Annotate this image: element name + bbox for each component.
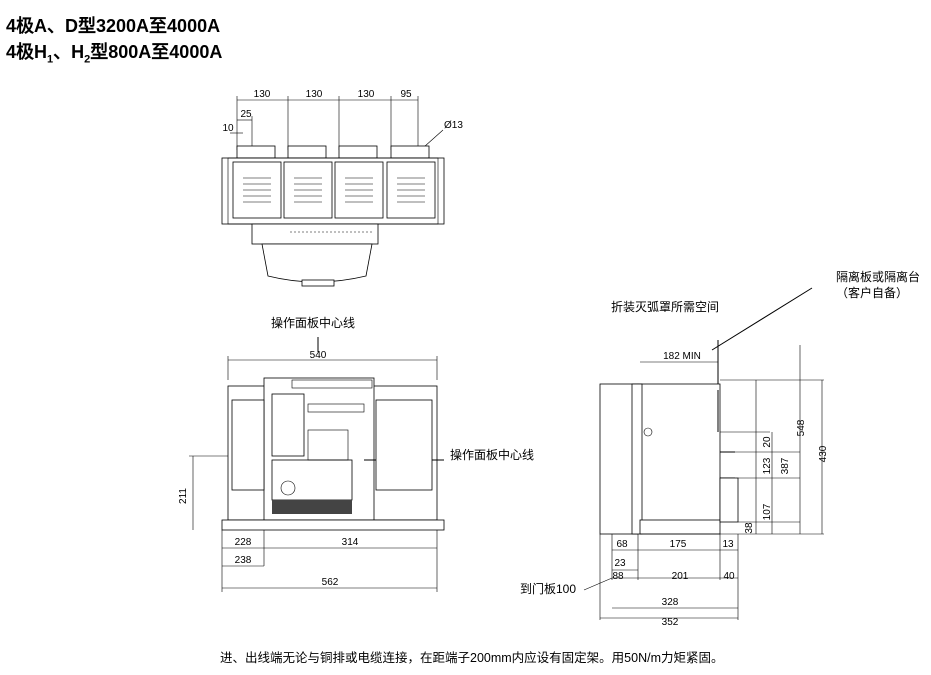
title-line-2-mid: 、H [53,42,85,62]
side-view: 182 MIN 20 123 387 548 430 107 38 [583,287,829,628]
dim-top-hole: Ø13 [444,120,463,131]
dim-side-548: 548 [796,419,807,436]
dim-side-201: 201 [672,571,689,582]
title-line-2: 4极H1、H2型800A至4000A [6,41,222,71]
title-line-2-suffix: 型800A至4000A [90,42,223,62]
title-sub-2: 2 [84,53,91,66]
dim-side-123: 123 [762,457,773,474]
dim-side-175: 175 [670,539,687,550]
dim-front-228: 228 [235,537,252,548]
title-line-2-prefix: 4极H [6,42,48,62]
title-line-1: 4极A、D型3200A至4000A [6,16,221,36]
dim-front-238: 238 [235,555,252,566]
partition-label-1: 隔离板或隔离台 [836,270,921,284]
title-sub-1: 1 [47,53,54,66]
footnote: 进、出线端无论与铜排或电缆连接，在距端子200mm内应设有固定架。用50N/m力… [220,651,724,665]
dim-front-540: 540 [310,350,327,361]
front-view: 540 211 228 314 238 562 [178,337,445,592]
dim-top-95: 95 [400,89,412,100]
dim-top-130-b: 130 [306,89,323,100]
dim-side-107: 107 [762,503,773,520]
dim-side-328: 328 [662,597,679,608]
dim-top-130-c: 130 [358,89,375,100]
dim-side-387: 387 [780,457,791,474]
dim-top-25: 25 [240,109,252,120]
dim-side-352: 352 [662,617,679,628]
front-center-line-label: 操作面板中心线 [271,316,356,330]
dim-side-13: 13 [722,539,734,550]
dim-side-182: 182 MIN [663,351,701,362]
dim-side-20: 20 [762,436,773,448]
dim-side-68: 68 [616,539,628,550]
door-label: 到门板100 [520,582,577,596]
dim-side-23: 23 [614,558,626,569]
side-center-line-label: 操作面板中心线 [450,448,535,462]
dim-front-211: 211 [178,488,189,504]
dim-top-130-a: 130 [254,89,271,100]
dim-front-562: 562 [322,577,339,588]
dim-side-88: 88 [612,571,624,582]
dim-side-430: 430 [818,445,829,462]
dim-front-314: 314 [342,537,359,548]
dim-top-10: 10 [222,123,234,134]
top-view: 130 130 130 95 25 10 Ø13 [221,89,463,287]
arc-space-label: 折装灭弧罩所需空间 [611,300,720,314]
dim-side-40: 40 [723,571,735,582]
partition-label-2: （客户自备） [836,286,909,300]
dim-side-38: 38 [744,522,755,534]
